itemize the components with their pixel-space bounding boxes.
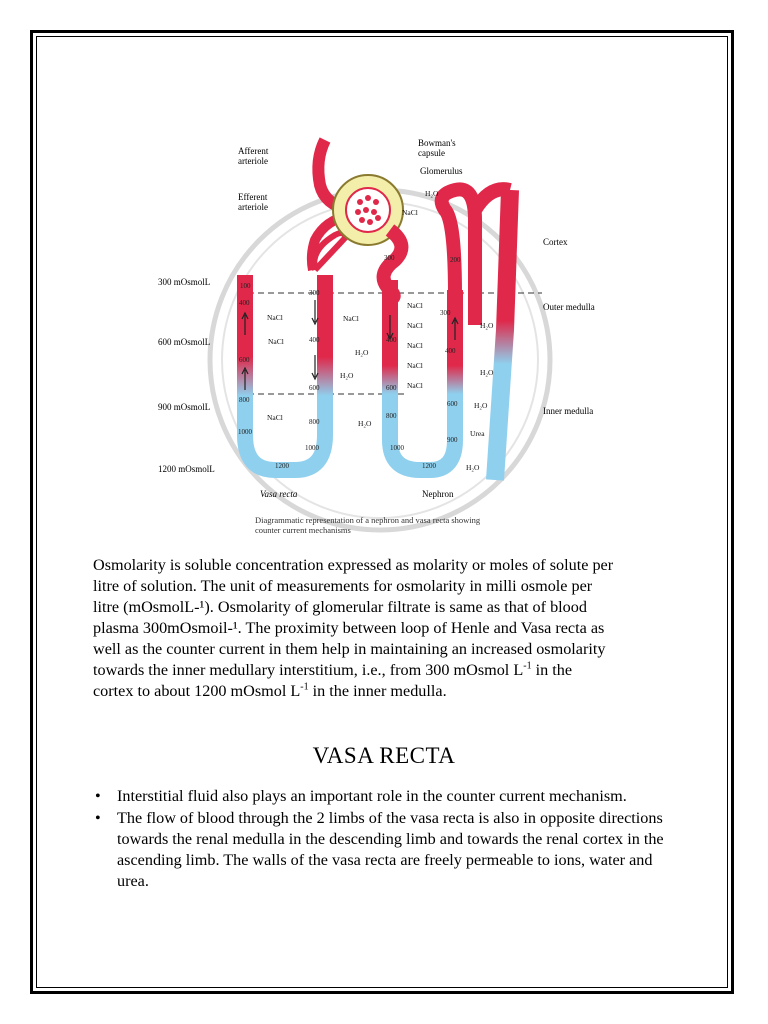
inner-medulla-label: Inner medulla — [543, 406, 593, 416]
cortex-label: Cortex — [543, 237, 568, 247]
page-border-outer — [30, 30, 734, 994]
nephron-label: Nephron — [422, 489, 454, 499]
paragraph-line: in the inner medulla. — [308, 682, 447, 700]
h2o-label: H₂O — [466, 463, 480, 472]
page-border-inner — [36, 36, 728, 988]
nacl-label: NaCl — [407, 381, 423, 390]
distal-tubule — [434, 182, 482, 325]
efferent-label-1: Efferent — [238, 192, 268, 202]
value-400: 400 — [386, 336, 397, 344]
paragraph-line: towards the inner medullary interstitium… — [93, 661, 524, 679]
osm-600-label: 600 mOsmolL — [158, 337, 210, 347]
osmolarity-values: 100 300 400 400 600 600 800 800 1000 100… — [238, 254, 461, 470]
collecting-duct-join — [468, 182, 512, 214]
vasa-recta-label: Vasa recta — [260, 489, 298, 499]
h2o-label: H₂O — [358, 419, 372, 428]
osm-300-label: 300 mOsmolL — [158, 277, 210, 287]
nacl-label: NaCl — [267, 413, 283, 422]
bullet-list: • Interstitial fluid also plays an import… — [93, 786, 683, 893]
nacl-label: NaCl — [407, 341, 423, 350]
value-400: 400 — [309, 336, 320, 344]
bullet-item: • Interstitial fluid also plays an import… — [93, 786, 683, 807]
value-800: 800 — [309, 418, 320, 426]
value-600: 600 — [386, 384, 397, 392]
value-600: 600 — [239, 356, 250, 364]
value-400: 400 — [239, 299, 250, 307]
paragraph-line: litre (mOsmolL-¹). Osmolarity of glomeru… — [93, 598, 587, 616]
collecting-duct — [486, 189, 519, 481]
nacl-label: NaCl — [407, 321, 423, 330]
value-1200: 1200 — [275, 462, 290, 470]
caption-line-2: counter current mechanisms — [255, 525, 351, 535]
paragraph-line: well as the counter current in them help… — [93, 640, 606, 658]
h2o-label: H₂O — [355, 348, 369, 357]
section-heading: VASA RECTA — [312, 743, 456, 768]
h2o-label: H₂O — [480, 368, 494, 377]
bullet-item: • The flow of blood through the 2 limbs o… — [93, 808, 683, 892]
h2o-label: H₂O — [425, 189, 439, 198]
nacl-label: NaCl — [407, 361, 423, 370]
nacl-label: NaCl — [267, 313, 283, 322]
superscript: -1 — [523, 660, 532, 672]
bullet-icon: • — [95, 787, 101, 805]
nacl-label: NaCl — [343, 314, 359, 323]
exchange-labels: H₂O NaCl NaCl NaCl NaCl H₂O NaCl NaCl Na… — [267, 189, 494, 472]
value-600: 600 — [447, 400, 458, 408]
osm-900-label: 900 mOsmolL — [158, 402, 210, 412]
nacl-label: NaCl — [268, 337, 284, 346]
value-300: 300 — [384, 254, 395, 262]
value-400: 400 — [445, 347, 456, 355]
value-800: 800 — [239, 396, 250, 404]
paragraph-line: litre of solution. The unit of measureme… — [93, 577, 593, 595]
efferent-label-2: arteriole — [238, 202, 268, 212]
nacl-label: NaCl — [407, 301, 423, 310]
vasa-recta-loop-left — [237, 275, 333, 478]
osmolarity-paragraph: Osmolarity is soluble concentration expr… — [93, 555, 683, 702]
loop-of-henle — [382, 280, 463, 478]
h2o-label: H₂O — [474, 401, 488, 410]
paragraph-line: Osmolarity is soluble concentration expr… — [93, 556, 614, 574]
glomerulus-capillaries — [355, 195, 381, 225]
afferent-label-2: arteriole — [238, 156, 268, 166]
value-100: 100 — [240, 282, 251, 290]
glomerulus-label: Glomerulus — [420, 166, 463, 176]
value-600: 600 — [309, 384, 320, 392]
outer-medulla-label: Outer medulla — [543, 302, 595, 312]
value-800: 800 — [386, 412, 397, 420]
paragraph-line: cortex to about 1200 mOsmol L — [93, 682, 301, 700]
superscript: -1 — [300, 681, 309, 693]
value-1000: 1000 — [305, 444, 320, 452]
value-300: 300 — [309, 289, 320, 297]
value-1000: 1000 — [238, 428, 253, 436]
value-900: 900 — [447, 436, 458, 444]
paragraph-line: in the — [531, 661, 573, 679]
caption-line-1: Diagrammatic representation of a nephron… — [255, 515, 481, 525]
osm-1200-label: 1200 mOsmolL — [158, 464, 215, 474]
paragraph-line: plasma 300mOsmoil-¹. The proximity betwe… — [93, 619, 605, 637]
afferent-label-1: Afferent — [238, 146, 269, 156]
urea-label: Urea — [470, 429, 485, 438]
value-1200: 1200 — [422, 462, 437, 470]
nacl-label: NaCl — [402, 208, 418, 217]
bowmans-label-1: Bowman's — [418, 138, 456, 148]
bowmans-label-2: capsule — [418, 148, 445, 158]
value-300: 300 — [440, 309, 451, 317]
bullet-text: Interstitial fluid also plays an importa… — [117, 787, 627, 805]
value-1000: 1000 — [390, 444, 405, 452]
bullet-icon: • — [95, 809, 101, 827]
bullet-text: The flow of blood through the 2 limbs of… — [117, 809, 664, 890]
value-200: 200 — [450, 256, 461, 264]
flow-arrows — [241, 300, 459, 390]
h2o-label: H₂O — [340, 371, 354, 380]
h2o-label: H₂O — [480, 321, 494, 330]
nephron-vasa-recta-diagram: 300 mOsmolL 600 mOsmolL 900 mOsmolL 1200… — [158, 137, 595, 535]
